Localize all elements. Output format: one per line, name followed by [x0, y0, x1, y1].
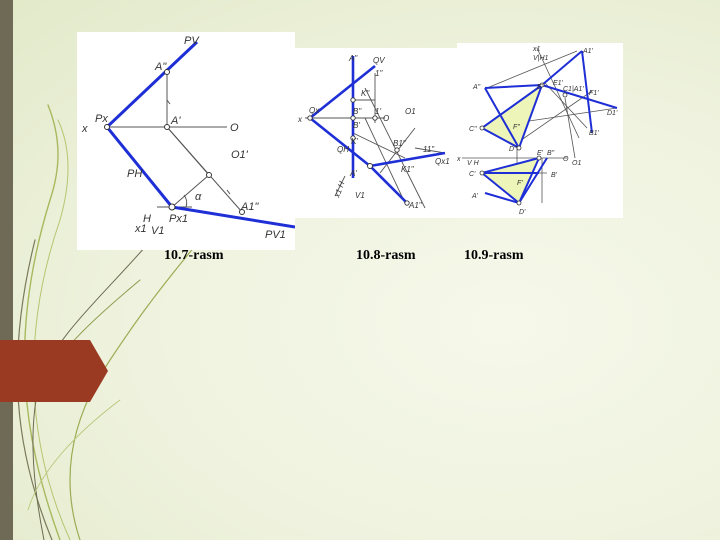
label-a2: A"	[348, 54, 358, 63]
label-x: x	[81, 123, 88, 135]
label-a1: A1'	[582, 48, 594, 55]
label-k1: K'	[351, 137, 358, 146]
label-o: O	[383, 114, 389, 123]
label-x: x	[457, 156, 461, 163]
label-b1: B1'	[589, 130, 600, 137]
label-b2: B"	[547, 150, 555, 157]
label-e2: E"	[537, 84, 545, 91]
label-alpha: α	[195, 191, 202, 203]
figure-10-7: PV A" Px x A' O O1' PH α x1 H V1 Px1 A1"…	[77, 32, 295, 250]
label-o1: O1	[405, 107, 416, 116]
label-ph: PH	[127, 168, 142, 180]
label-x: x	[297, 115, 303, 124]
label-xh: x1 H	[332, 180, 347, 200]
label-vh2: V H	[467, 160, 480, 167]
label-a2: A"	[472, 84, 481, 91]
label-qh: QH	[337, 145, 349, 154]
label-v1: V1	[151, 225, 164, 237]
label-k1pp: K1"	[401, 165, 415, 174]
label-f2: F"	[513, 124, 520, 131]
label-c2: C"	[469, 126, 477, 133]
label-b1b: B'	[551, 172, 558, 179]
label-a1pp: A1"	[240, 201, 259, 213]
label-c1: C1|A1'	[563, 86, 584, 93]
label-e1: E1'	[553, 80, 564, 87]
label-v1: V1	[355, 191, 365, 200]
arrow-tab	[0, 340, 108, 402]
label-a2: A"	[154, 61, 167, 73]
caption-10-8: 10.8-rasm	[356, 248, 416, 263]
label-o1: O1'	[231, 149, 249, 161]
label-d2: D"	[509, 146, 517, 153]
label-vh: V|H1	[533, 55, 549, 62]
caption-10-9: 10.9-rasm	[464, 248, 524, 263]
label-one2: 1"	[375, 69, 383, 78]
label-e1b: E'	[537, 150, 544, 157]
label-k2: K"	[361, 89, 370, 98]
label-one1pp: 11"	[423, 145, 435, 154]
label-qx1: Qx1	[435, 157, 450, 166]
label-d1b: D'	[519, 209, 526, 216]
label-o1: O1	[572, 160, 581, 167]
label-o: O	[563, 156, 569, 163]
label-d1: D1'	[607, 110, 618, 117]
label-qv: QV	[373, 56, 385, 65]
label-b1pp: B1"	[393, 139, 407, 148]
label-qx: Qx	[309, 106, 320, 115]
label-a1: A'	[349, 169, 357, 178]
label-b1: B'	[353, 121, 360, 130]
label-c1b: C'	[469, 171, 476, 178]
label-a1b: A'	[471, 193, 479, 200]
label-x1: x1	[532, 46, 541, 53]
caption-10-7: 10.7-rasm	[164, 248, 224, 263]
label-one1: 1'	[375, 107, 381, 116]
label-px: Px	[95, 113, 108, 125]
label-b2: B"	[353, 107, 362, 116]
label-a1pp: A1"	[408, 201, 423, 210]
label-a1: A'	[170, 115, 181, 127]
label-f1b: F'	[517, 180, 523, 187]
label-x1: x1	[134, 223, 147, 235]
label-f1: F1'	[589, 90, 599, 97]
side-bar	[0, 0, 13, 540]
label-h: H	[143, 213, 151, 225]
label-px1: Px1	[169, 213, 188, 225]
figure-10-8: A" QV 1" K" x Qx B" O B' 1' O1 K' QH B1"…	[295, 48, 457, 218]
figure-10-9: x1 V|H1 A1' A" E" E1' C1|A1' F1' D1' C" …	[457, 43, 623, 218]
label-pv1: PV1	[265, 229, 286, 241]
label-o: O	[230, 122, 239, 134]
label-pv: PV	[184, 35, 200, 47]
